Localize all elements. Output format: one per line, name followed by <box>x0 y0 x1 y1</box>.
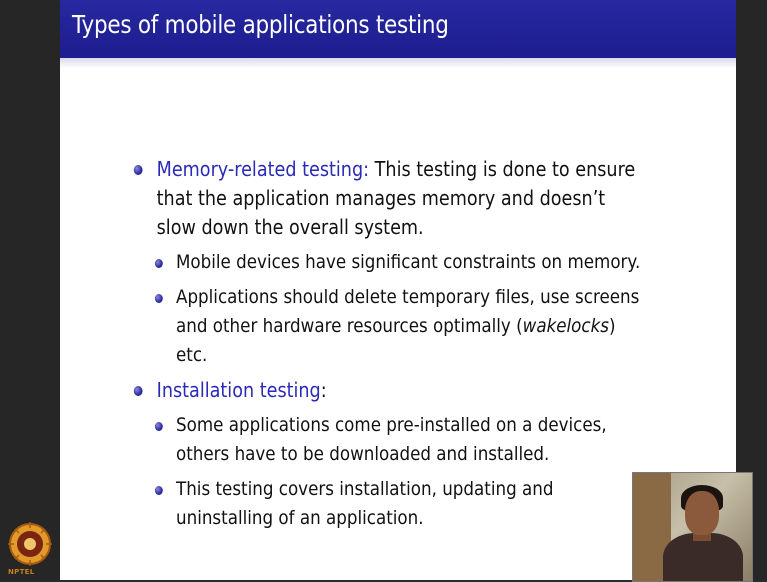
bullet-icon <box>133 165 143 175</box>
sub-item: Mobile devices have significant constrai… <box>132 248 642 277</box>
title-shadow <box>60 58 736 68</box>
bullet-item-memory: Memory-related testing: This testing is … <box>132 155 642 242</box>
sub-item-text-after: ) etc. <box>176 315 616 366</box>
presenter-video <box>632 472 753 582</box>
sub-bullet-icon <box>154 486 163 495</box>
sub-list-memory: Mobile devices have significant constrai… <box>132 248 642 370</box>
slide-content: Memory-related testing: This testing is … <box>132 155 642 539</box>
sub-item: Some applications come pre-installed on … <box>132 411 642 469</box>
item-text: This testing is done to ensure that the … <box>156 157 636 239</box>
sub-list-installation: Some applications come pre-installed on … <box>132 411 642 533</box>
slide: Types of mobile applications testing Mem… <box>60 0 736 580</box>
title-bar: Types of mobile applications testing <box>60 0 736 58</box>
sub-item-text: Applications should delete temporary fil… <box>176 286 640 337</box>
item-colon: : <box>363 157 370 181</box>
sub-bullet-icon <box>154 422 163 431</box>
presenter-body <box>663 533 743 581</box>
sub-item-text: This testing covers installation, updati… <box>176 478 554 529</box>
sub-item-emphasis: wakelocks <box>522 315 610 337</box>
sub-item: Applications should delete temporary fil… <box>132 283 642 370</box>
logo-label: NPTEL <box>8 568 35 576</box>
sub-bullet-icon <box>154 294 163 303</box>
nptel-logo-icon <box>8 522 52 566</box>
item-colon: : <box>320 378 327 402</box>
bullet-icon <box>133 386 143 396</box>
sub-bullet-icon <box>154 259 163 268</box>
item-heading: Installation testing <box>156 378 321 402</box>
sub-item-text: Some applications come pre-installed on … <box>176 414 607 465</box>
slide-title: Types of mobile applications testing <box>72 10 449 39</box>
left-margin <box>0 0 60 580</box>
sub-item: This testing covers installation, updati… <box>132 475 642 533</box>
bullet-item-installation: Installation testing: <box>132 376 642 405</box>
presenter-face <box>685 491 719 535</box>
sub-item-text: Mobile devices have significant constrai… <box>176 251 641 273</box>
item-heading: Memory-related testing <box>156 157 364 181</box>
